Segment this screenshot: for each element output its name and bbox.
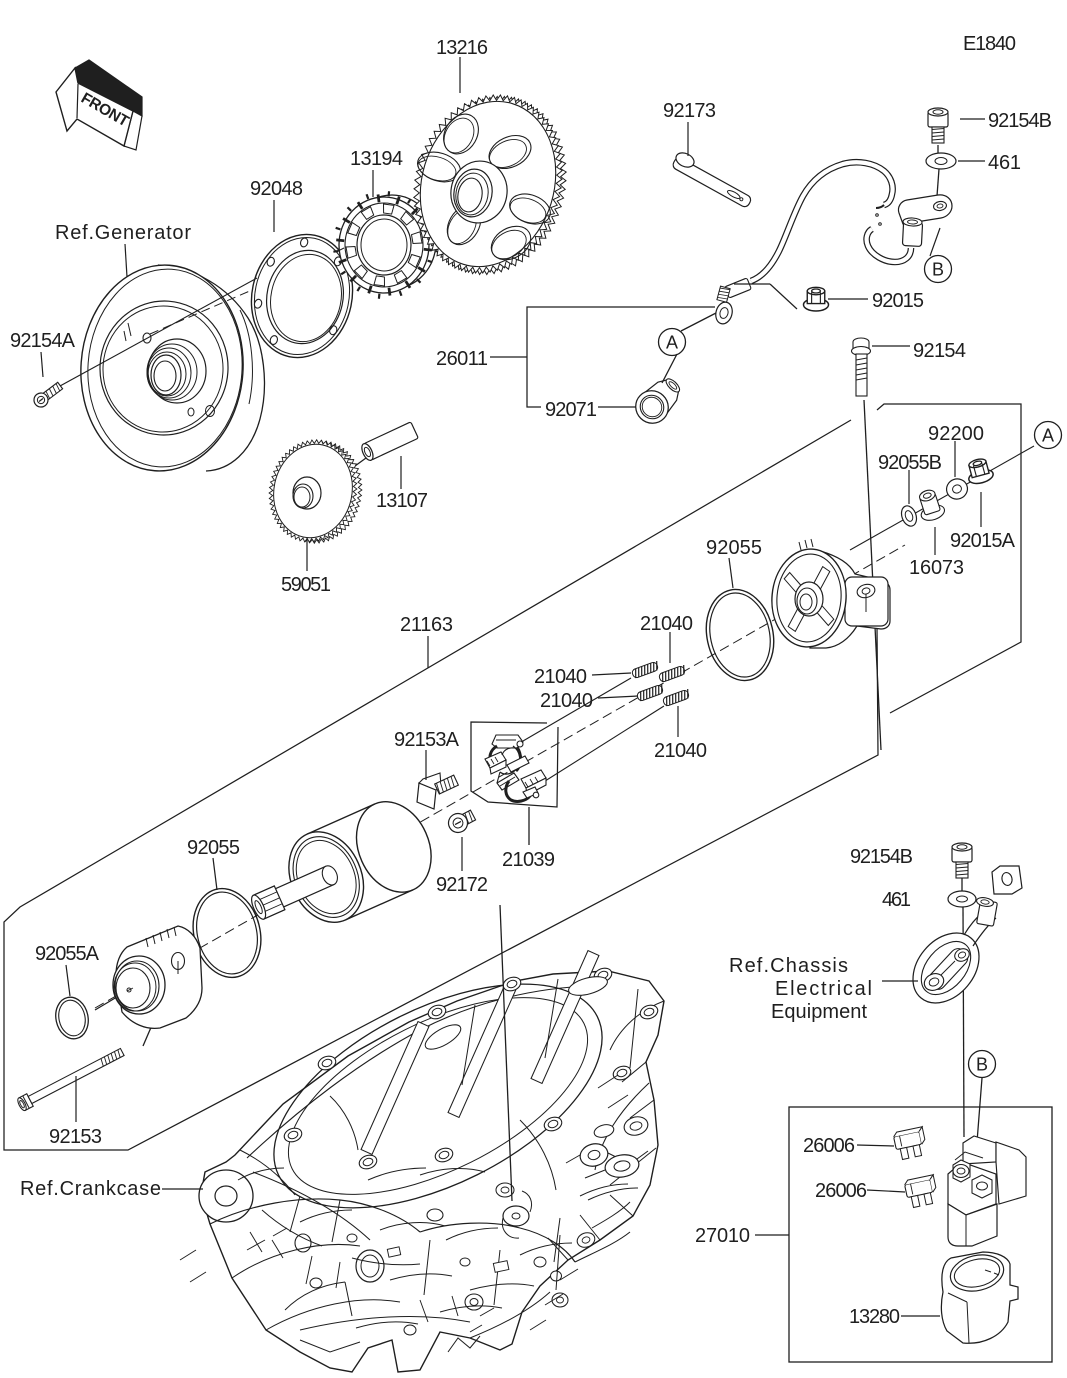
svg-text:92153A: 92153A <box>394 729 460 751</box>
svg-text:Electrical: Electrical <box>775 978 872 1000</box>
svg-text:92154: 92154 <box>913 340 966 362</box>
svg-text:Equipment: Equipment <box>771 1001 867 1023</box>
svg-text:92048: 92048 <box>250 178 303 200</box>
svg-text:13216: 13216 <box>436 37 488 59</box>
svg-text:Ref.Generator: Ref.Generator <box>55 222 191 244</box>
svg-text:92055A: 92055A <box>35 943 100 965</box>
svg-text:21163: 21163 <box>400 614 453 636</box>
svg-text:A: A <box>666 333 678 353</box>
svg-text:92071: 92071 <box>545 399 597 421</box>
svg-text:Ref.Crankcase: Ref.Crankcase <box>20 1178 161 1200</box>
svg-text:13107: 13107 <box>376 490 428 512</box>
svg-text:21040: 21040 <box>640 613 693 635</box>
svg-text:E1840: E1840 <box>963 33 1016 55</box>
svg-text:26006: 26006 <box>803 1135 855 1157</box>
svg-text:59051: 59051 <box>281 574 331 596</box>
svg-text:92015: 92015 <box>872 290 924 312</box>
svg-text:92172: 92172 <box>436 874 488 896</box>
svg-text:92015A: 92015A <box>950 530 1016 552</box>
svg-text:Ref.Chassis: Ref.Chassis <box>729 955 848 977</box>
svg-text:13194: 13194 <box>350 148 403 170</box>
svg-text:21040: 21040 <box>540 690 593 712</box>
svg-text:92154B: 92154B <box>850 846 913 868</box>
svg-text:92173: 92173 <box>663 100 716 122</box>
svg-text:16073: 16073 <box>909 557 964 579</box>
svg-text:13280: 13280 <box>849 1306 900 1328</box>
svg-text:21039: 21039 <box>502 849 555 871</box>
svg-text:27010: 27010 <box>695 1225 750 1247</box>
svg-text:26006: 26006 <box>815 1180 867 1202</box>
svg-text:92154B: 92154B <box>988 110 1052 132</box>
svg-text:92153: 92153 <box>49 1126 102 1148</box>
svg-text:92055B: 92055B <box>878 452 942 474</box>
svg-text:92055: 92055 <box>706 537 762 559</box>
svg-text:92055: 92055 <box>187 837 240 859</box>
svg-text:21040: 21040 <box>534 666 587 688</box>
svg-text:461: 461 <box>882 889 911 911</box>
svg-text:92154A: 92154A <box>10 330 76 352</box>
svg-text:21040: 21040 <box>654 740 707 762</box>
svg-text:B: B <box>932 260 944 280</box>
svg-text:A: A <box>1042 426 1054 446</box>
svg-text:461: 461 <box>988 152 1021 174</box>
svg-text:26011: 26011 <box>436 348 488 370</box>
svg-text:92200: 92200 <box>928 423 984 445</box>
svg-text:B: B <box>976 1055 988 1075</box>
